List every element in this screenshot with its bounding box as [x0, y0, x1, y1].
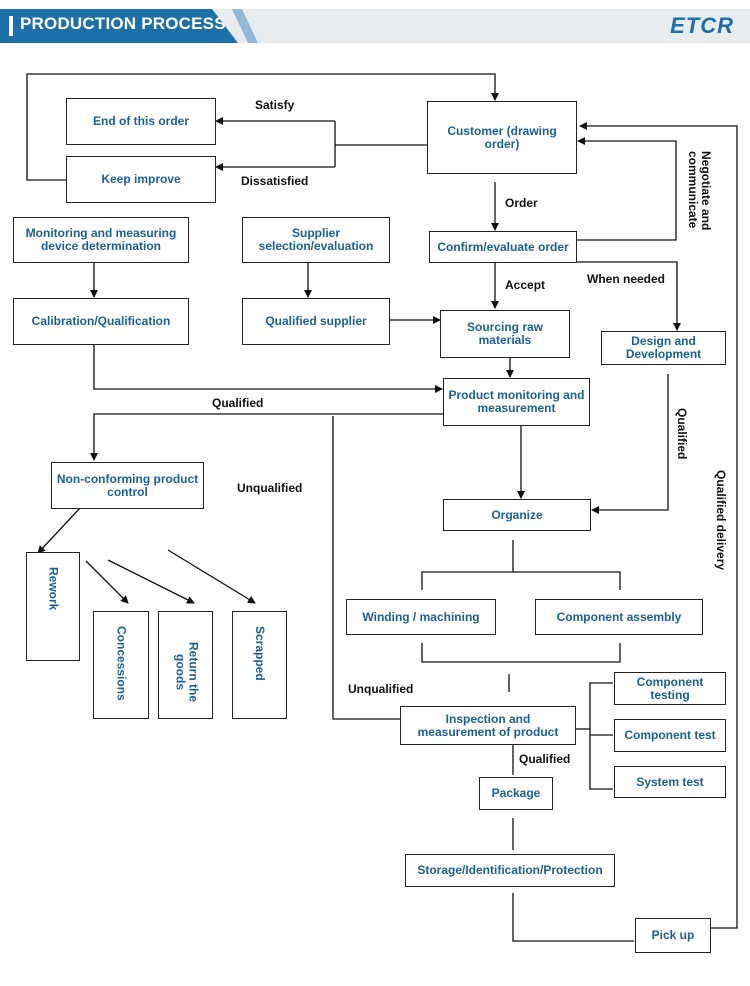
supplier-selection-box: Supplier selection/evaluation	[242, 217, 390, 263]
label-unqualified-top: Unqualified	[237, 481, 303, 495]
storage-to-pickup-line	[512, 893, 634, 942]
arrow-to-concessions	[85, 560, 129, 604]
nonconforming-box: Non-conforming product control	[51, 462, 204, 509]
loop-keep-improve-to-customer	[26, 73, 499, 181]
label-unqualified-bottom: Unqualified	[348, 682, 414, 696]
monitoring-device-box: Monitoring and measuring device determin…	[13, 217, 189, 263]
arrow-negotiate	[577, 137, 677, 241]
title-tab	[0, 9, 238, 43]
component-testing-box: Component testing	[614, 672, 726, 705]
arrow-to-return	[107, 559, 195, 604]
arrow-to-scrapped	[167, 549, 256, 604]
sourcing-box: Sourcing raw materials	[440, 310, 570, 358]
arrow-when-needed	[565, 261, 681, 331]
pickup-box: Pick up	[635, 918, 711, 953]
calibration-box: Calibration/Qualification	[13, 298, 189, 345]
scrapped-box: Scrapped	[232, 611, 287, 719]
product-monitoring-box: Product monitoring and measurement	[443, 378, 590, 426]
unqualified-loop-line	[332, 416, 400, 720]
label-negotiate: Negotiate and communicate	[686, 151, 713, 231]
label-qualified-design: Qualified	[675, 408, 689, 460]
customer-box: Customer (drawing order)	[427, 101, 577, 174]
label-satisfy: Satisfy	[255, 98, 295, 112]
scrapped-label: Scrapped	[253, 626, 267, 681]
label-qualified-left: Qualified	[212, 396, 264, 410]
rework-box: Rework	[26, 552, 80, 661]
concessions-label: Concessions	[114, 626, 129, 701]
page-title: PRODUCTION PROCESS	[20, 14, 226, 33]
storage-box: Storage/Identification/Protection	[405, 854, 615, 887]
winding-box: Winding / machining	[346, 599, 496, 635]
tests-bracket	[589, 682, 613, 790]
label-qualified-delivery: Qualified delivery	[714, 470, 728, 571]
arrow-to-rework	[37, 507, 81, 554]
package-box: Package	[479, 777, 553, 810]
design-box: Design and Development	[601, 331, 726, 365]
arrow-calibration-to-monitoring	[93, 345, 443, 393]
brand-logo: ETCR	[670, 13, 734, 38]
return-goods-label: Return the goods	[173, 642, 201, 702]
system-test-box: System test	[614, 766, 726, 798]
end-of-order-box: End of this order	[66, 98, 216, 145]
component-test-box: Component test	[614, 719, 726, 752]
return-goods-box: Return the goods	[158, 611, 213, 719]
organize-box: Organize	[443, 499, 591, 531]
label-order: Order	[505, 196, 538, 210]
organize-fork	[421, 571, 621, 590]
label-qualified-inspection: Qualified	[519, 752, 571, 766]
confirm-order-box: Confirm/evaluate order	[429, 231, 577, 263]
arrow-design-to-organize	[591, 374, 669, 514]
arrow-qualified-delivery	[579, 122, 738, 929]
process-join	[421, 643, 621, 663]
label-accept: Accept	[505, 278, 546, 292]
rework-label: Rework	[46, 567, 61, 611]
label-dissatisfied: Dissatisfied	[241, 174, 309, 188]
inspection-box: Inspection and measurement of product	[400, 706, 576, 745]
keep-improve-box: Keep improve	[66, 156, 216, 203]
concessions-box: Concessions	[93, 611, 149, 719]
label-when-needed: When needed	[587, 272, 666, 286]
header-banner: PRODUCTION PROCESS ETCR	[0, 0, 750, 44]
qualified-supplier-box: Qualified supplier	[242, 298, 390, 345]
component-assembly-box: Component assembly	[535, 599, 703, 635]
title-bar-icon	[9, 16, 13, 36]
arrow-monitoring-to-nonconforming	[90, 413, 443, 461]
